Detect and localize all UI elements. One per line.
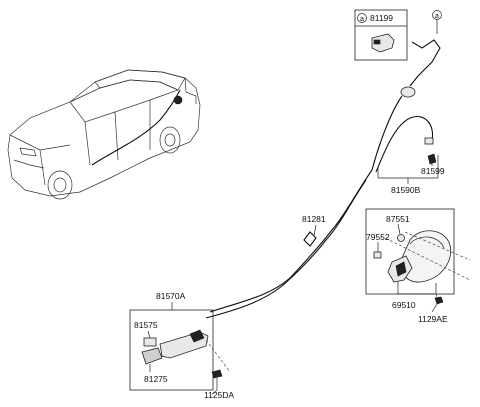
label-81281: 81281 <box>302 214 326 224</box>
label-81599: 81599 <box>421 166 445 176</box>
part-81570A-box: 81570A 81575 81275 <box>129 291 231 391</box>
label-81570A: 81570A <box>156 291 186 301</box>
callout-box-81199: a 81199 <box>354 9 408 61</box>
svg-text:a: a <box>435 13 439 20</box>
car-illustration <box>7 69 201 200</box>
callout-marker-top: a <box>432 10 442 34</box>
label-69510: 69510 <box>392 300 416 310</box>
label-81199: 81199 <box>370 13 393 23</box>
part-81281-cable: 81281 <box>205 169 373 319</box>
label-81590B: 81590B <box>391 185 421 195</box>
part-81590B: 81590B <box>375 116 439 195</box>
part-81599: 81599 <box>421 153 445 176</box>
label-81275: 81275 <box>144 374 168 384</box>
label-87551: 87551 <box>386 214 410 224</box>
fuel-door-box: 87551 79552 69510 <box>365 208 471 310</box>
part-1125DA: 1125DA <box>204 369 234 400</box>
label-1129AE: 1129AE <box>418 314 448 324</box>
label-79552: 79552 <box>366 232 390 242</box>
callout-marker-a: a <box>360 16 364 23</box>
label-1125DA: 1125DA <box>204 390 234 400</box>
part-1129AE: 1129AE <box>418 293 448 324</box>
filler-neck-assembly <box>371 39 441 171</box>
label-81575: 81575 <box>134 320 158 330</box>
